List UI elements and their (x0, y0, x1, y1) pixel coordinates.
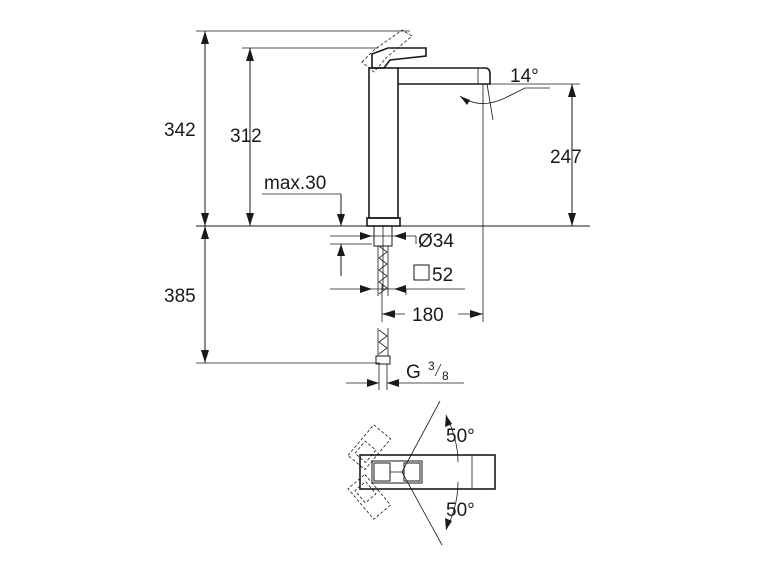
faucet-side-view (361, 29, 491, 390)
dimension-reach: 180 (382, 305, 483, 326)
dimension-base-size: 52 (330, 264, 465, 295)
square-symbol-icon (413, 264, 430, 281)
dimension-max-deck: max.30 (262, 173, 372, 276)
label-diameter34: Ø34 (418, 231, 454, 252)
dimension-shank-diameter: Ø34 (330, 231, 454, 252)
label-thread-numerator: 3 (428, 359, 435, 373)
label-52: 52 (432, 265, 453, 286)
label-342: 342 (164, 120, 196, 141)
dimension-spout-angle: 14° (459, 66, 550, 121)
label-thread-denominator: 8 (442, 369, 449, 383)
dimension-thread: G 3 8 (346, 359, 464, 387)
dimension-supply-length: 385 (164, 226, 209, 363)
label-thread-g: G (406, 362, 421, 383)
dimension-overall-height: 342 (164, 31, 209, 226)
label-max30: max.30 (264, 173, 326, 194)
dimension-spout-height: 312 (230, 48, 262, 226)
label-180: 180 (412, 305, 444, 326)
label-312: 312 (230, 126, 262, 147)
label-14deg: 14° (510, 66, 539, 87)
label-50deg-top: 50° (446, 426, 475, 447)
dimension-outlet-height: 247 (550, 84, 582, 226)
faucet-top-view: 50° 50° (347, 400, 496, 546)
label-247: 247 (550, 147, 582, 168)
label-50deg-bottom: 50° (446, 500, 475, 521)
label-385: 385 (164, 286, 196, 307)
